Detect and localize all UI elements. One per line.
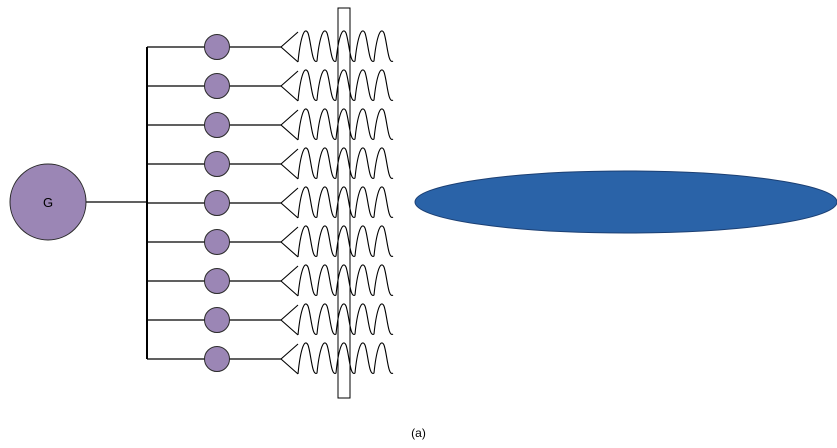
dielectric-plate <box>337 7 351 399</box>
generator-circle <box>9 163 87 241</box>
coil <box>297 147 394 180</box>
coil <box>297 69 394 102</box>
feed-fork <box>280 148 299 180</box>
feed-fork <box>280 31 299 63</box>
feed-fork <box>280 265 299 297</box>
feed-fork <box>280 226 299 258</box>
generator-node: G <box>9 163 87 241</box>
element-node <box>204 112 230 138</box>
coil <box>297 264 394 297</box>
element-node <box>204 307 230 333</box>
element-node <box>204 73 230 99</box>
coil <box>297 186 394 219</box>
element-node <box>204 34 230 60</box>
branch-group <box>147 34 281 372</box>
coil <box>297 30 394 63</box>
element-node <box>204 190 230 216</box>
feed-fork <box>280 343 299 375</box>
coil-group <box>280 30 394 375</box>
coil <box>297 342 394 375</box>
element-node <box>204 151 230 177</box>
coil <box>297 225 394 258</box>
target-ellipse <box>414 170 837 234</box>
coil <box>297 303 394 336</box>
feed-fork <box>280 304 299 336</box>
figure-caption: (a) <box>411 426 426 440</box>
element-node <box>204 346 230 372</box>
feed-fork <box>280 109 299 141</box>
coil <box>297 108 394 141</box>
element-node <box>204 268 230 294</box>
generator-label: G <box>43 195 53 210</box>
feed-fork <box>280 187 299 219</box>
feed-fork <box>280 70 299 102</box>
feed-network <box>86 47 148 359</box>
element-node <box>204 229 230 255</box>
